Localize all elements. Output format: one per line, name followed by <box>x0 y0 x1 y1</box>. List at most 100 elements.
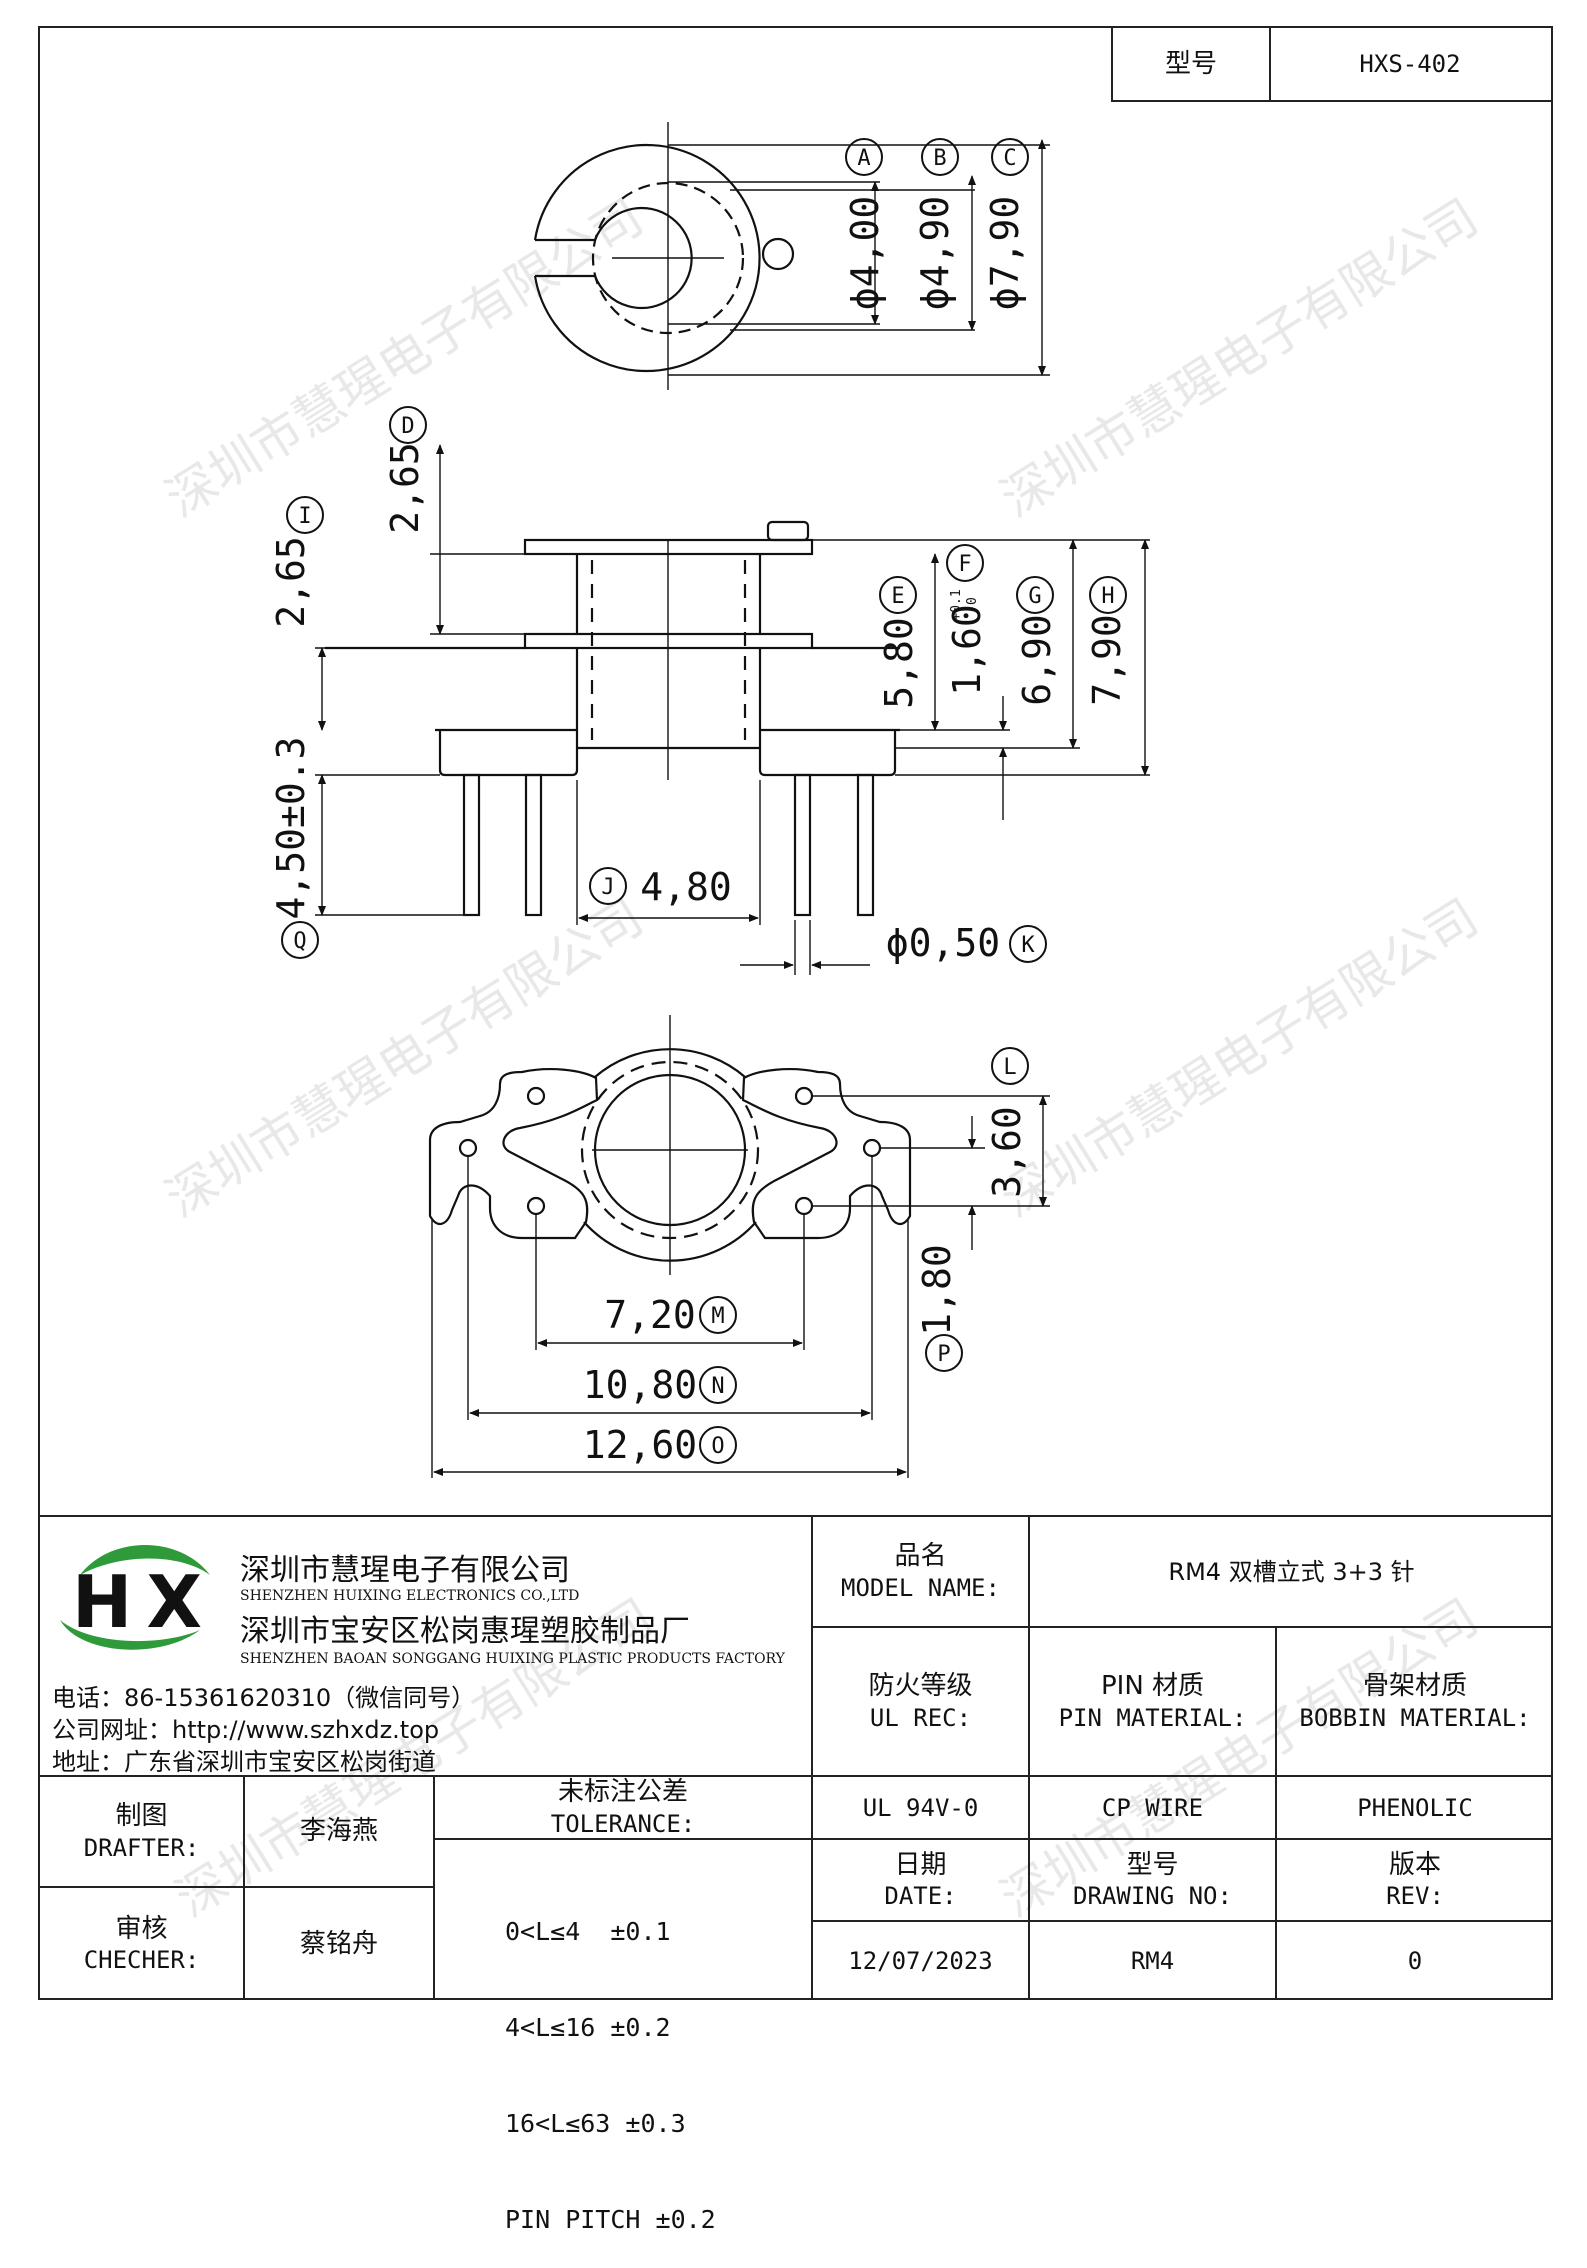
checker-name: 蔡铭舟 <box>299 1928 378 1959</box>
grid-line <box>811 1838 1553 1840</box>
callout-i: I <box>298 504 311 529</box>
drawing-no-label: 型号 DRAWING NO: <box>1030 1840 1275 1920</box>
ul-rec-value-cell: UL 94V-0 <box>813 1777 1028 1838</box>
callout-m: M <box>711 1304 724 1329</box>
dim-l: 3,60 <box>985 1106 1029 1198</box>
dim-q: 4,50±0.3 <box>269 736 313 919</box>
rev-value-cell: 0 <box>1277 1922 1553 2000</box>
callout-q: Q <box>293 929 306 954</box>
callout-o: O <box>711 1434 724 1459</box>
callout-b: B <box>933 146 946 171</box>
drawing-frame <box>38 26 1553 2000</box>
grid-line <box>433 1775 435 2000</box>
callout-n: N <box>711 1374 724 1399</box>
company-phone: 电话：86-15361620310（微信同号） <box>52 1684 476 1712</box>
callout-k: K <box>1021 933 1035 958</box>
bobbin-material-value-cell: PHENOLIC <box>1277 1777 1553 1838</box>
tolerance-en: TOLERANCE: <box>550 1809 696 1838</box>
dim-h: 7,90 <box>1085 614 1129 706</box>
rev-value: 0 <box>1407 1947 1423 1975</box>
callout-d: D <box>401 414 414 439</box>
callout-e: E <box>891 584 904 609</box>
grid-line <box>38 1886 433 1888</box>
drafter-label: 制图 DRAFTER: <box>40 1777 243 1886</box>
model-value: HXS-402 <box>1359 50 1461 78</box>
dim-f-tol-upper: +0.1 <box>949 589 964 620</box>
model-value-cell: HXS-402 <box>1269 26 1553 102</box>
grid-line <box>811 1515 813 2000</box>
grid-line <box>811 1920 1553 1922</box>
dim-o: 12,60 <box>583 1423 697 1467</box>
dim-f: 1,60 <box>945 604 989 696</box>
ul-rec-label: 防火等级 UL REC: <box>813 1628 1028 1775</box>
callout-l: L <box>1003 1055 1016 1080</box>
callout-c: C <box>1003 146 1016 171</box>
grid-line <box>1028 1515 1030 2000</box>
bobbin-material-label: 骨架材质 BOBBIN MATERIAL: <box>1277 1628 1553 1775</box>
title-block-top-border <box>38 1515 1553 1517</box>
company-website: 公司网址：http://www.szhxdz.top <box>52 1716 440 1744</box>
model-label: 型号 <box>1164 48 1217 79</box>
grid-line <box>433 1838 811 1840</box>
tolerance-line: 16<L≤63 ±0.3 <box>505 2109 686 2138</box>
drawing-no-cn: 型号 <box>1126 1849 1179 1880</box>
model-name-en: MODEL NAME: <box>841 1573 1000 1602</box>
top-view <box>533 122 1050 390</box>
drawing-no-en: DRAWING NO: <box>1073 1882 1232 1911</box>
ul-rec-value: UL 94V-0 <box>862 1793 979 1822</box>
callout-g: G <box>1028 584 1041 609</box>
factory-name-cn: 深圳市宝安区松岗惠瑆塑胶制品厂 <box>240 1614 690 1649</box>
bottom-view <box>428 1015 1050 1478</box>
callout-p: P <box>937 1342 950 1367</box>
logo-letters: HX <box>72 1560 202 1644</box>
model-name-cn: 品名 <box>894 1541 947 1572</box>
drafter-name: 李海燕 <box>299 1816 378 1847</box>
company-name-en: SHENZHEN HUIXING ELECTRONICS CO.,LTD <box>240 1588 580 1604</box>
model-name-label: 品名 MODEL NAME: <box>813 1517 1028 1626</box>
logo-swoosh-top <box>80 1545 210 1575</box>
pin-material-value-cell: CP WIRE <box>1030 1777 1275 1838</box>
drafter-en: DRAFTER: <box>83 1833 200 1862</box>
company-address: 地址：广东省深圳市宝安区松岗街道 <box>52 1748 436 1776</box>
dim-n: 10,80 <box>583 1363 697 1407</box>
date-label: 日期 DATE: <box>813 1840 1028 1920</box>
tolerance-line: PIN PITCH ±0.2 <box>505 2205 716 2234</box>
bobbin-material-value: PHENOLIC <box>1357 1793 1473 1822</box>
date-en: DATE: <box>884 1882 957 1911</box>
tolerance-label: 未标注公差 TOLERANCE: <box>435 1777 811 1838</box>
model-name-value: RM4 双槽立式 3+3 针 <box>1168 1557 1415 1586</box>
rev-label: 版本 REV: <box>1277 1840 1553 1920</box>
callout-f: F <box>958 552 971 577</box>
dim-f-tol-lower: -0 <box>965 597 980 613</box>
rev-cn: 版本 <box>1388 1849 1441 1880</box>
dim-e: 5,80 <box>877 617 921 709</box>
dim-j: 4,80 <box>640 865 732 909</box>
date-value-cell: 12/07/2023 <box>813 1922 1028 2000</box>
drafter-cn: 制图 <box>115 1801 168 1832</box>
drafter-name-cell: 李海燕 <box>245 1777 433 1886</box>
factory-name-en: SHENZHEN BAOAN SONGGANG HUIXING PLASTIC … <box>240 1651 785 1667</box>
date-cn: 日期 <box>894 1849 947 1880</box>
grid-line <box>1275 1626 1277 2000</box>
pin-material-value: CP WIRE <box>1101 1793 1204 1822</box>
dim-p: 1,80 <box>915 1244 959 1336</box>
tolerance-line: 0<L≤4 ±0.1 <box>505 1917 671 1946</box>
dim-g: 6,90 <box>1015 614 1059 706</box>
pin-material-cn: PIN 材质 <box>1100 1671 1205 1702</box>
drawing-no-value: RM4 <box>1130 1947 1175 1975</box>
date-value: 12/07/2023 <box>848 1947 993 1975</box>
rev-en: REV: <box>1386 1882 1444 1911</box>
grid-line <box>811 1626 1553 1628</box>
tolerance-line: 4<L≤16 ±0.2 <box>505 2013 671 2042</box>
technical-drawing: A B C D I E F G H Q J K L P M N O ϕ4,00 … <box>269 122 1150 1478</box>
model-name-value-cell: RM4 双槽立式 3+3 针 <box>1030 1517 1553 1626</box>
company-name-cn: 深圳市慧瑆电子有限公司 <box>240 1553 570 1588</box>
dim-phi-4-90: ϕ4,90 <box>913 196 957 310</box>
callout-a: A <box>857 146 870 171</box>
dim-m: 7,20 <box>604 1293 696 1337</box>
tolerance-table: 0<L≤4 ±0.1 4<L≤16 ±0.2 16<L≤63 ±0.3 PIN … <box>505 1852 716 2268</box>
bobbin-material-en: BOBBIN MATERIAL: <box>1299 1703 1531 1732</box>
checker-en: CHECHER: <box>83 1946 200 1975</box>
tolerance-cn: 未标注公差 <box>557 1777 688 1808</box>
ul-rec-cn: 防火等级 <box>868 1671 973 1702</box>
